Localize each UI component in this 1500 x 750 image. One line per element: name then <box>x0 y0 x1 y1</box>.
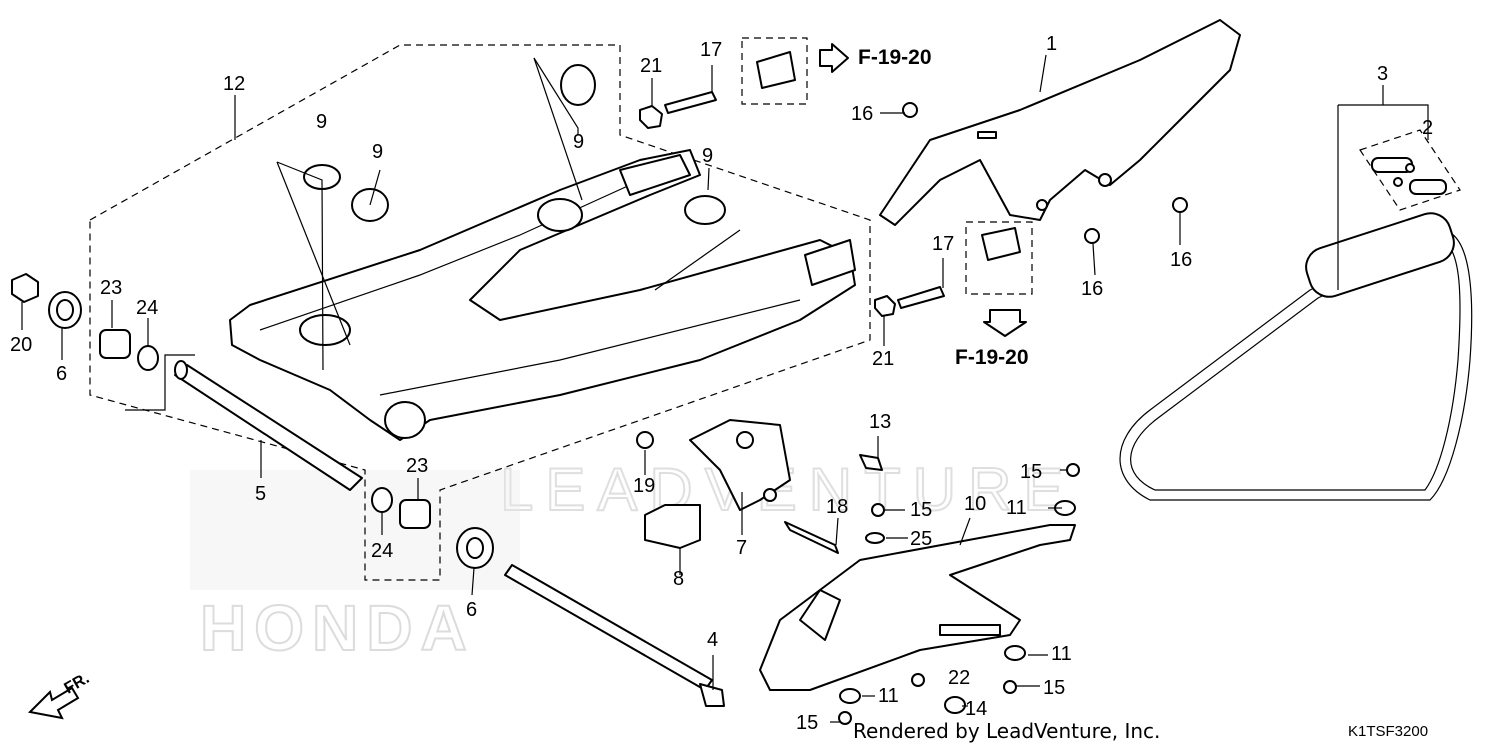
callout-1: 1 <box>1046 33 1057 55</box>
front-direction-arrow <box>27 686 80 720</box>
callout-9-d: 9 <box>702 145 713 167</box>
callout-15-d: 15 <box>796 712 818 734</box>
reference-pad-top <box>741 37 849 105</box>
reference-label-middle[interactable]: F-19-20 <box>955 346 1029 369</box>
callout-4: 4 <box>707 629 718 651</box>
master-link-2 <box>1359 129 1461 211</box>
callout-23-b: 23 <box>406 455 428 477</box>
hardware <box>11 64 1188 725</box>
callout-15-c: 15 <box>1043 677 1065 699</box>
callout-16-c: 16 <box>1170 249 1192 271</box>
callout-11-c: 11 <box>878 685 899 707</box>
callout-22: 22 <box>948 667 970 689</box>
reference-label-top[interactable]: F-19-20 <box>858 46 932 69</box>
callout-15-b: 15 <box>910 499 932 521</box>
leader-lines <box>21 54 1429 723</box>
callout-14: 14 <box>965 698 987 720</box>
chain-guide-7 <box>689 419 791 511</box>
callout-20: 20 <box>10 334 32 356</box>
callout-6-upper: 6 <box>56 363 67 385</box>
callout-15-a: 15 <box>1020 461 1042 483</box>
callout-9-a: 9 <box>316 111 327 133</box>
diagram-code: K1TSF3200 <box>1348 723 1428 740</box>
callout-labels: 1 2 3 4 5 6 6 7 8 9 9 9 9 10 11 11 11 12… <box>10 33 1433 734</box>
callout-24-a: 24 <box>136 297 158 319</box>
callout-6-lower: 6 <box>466 599 477 621</box>
callout-13: 13 <box>869 411 891 433</box>
svg-text:HONDA: HONDA <box>200 592 475 664</box>
swingarm <box>229 149 856 441</box>
callout-24-b: 24 <box>371 540 393 562</box>
callout-16-a: 16 <box>851 103 873 125</box>
callout-5: 5 <box>255 483 266 505</box>
drive-chain-3 <box>1119 212 1473 501</box>
callout-3: 3 <box>1377 63 1388 85</box>
callout-21-b: 21 <box>872 348 894 370</box>
callout-23-a: 23 <box>100 277 122 299</box>
callout-8: 8 <box>673 568 684 590</box>
callout-7: 7 <box>736 537 747 559</box>
callout-9-b: 9 <box>372 141 383 163</box>
callout-17-a: 17 <box>700 39 722 61</box>
callout-21-a: 21 <box>640 55 662 77</box>
credit-text: Rendered by LeadVenture, Inc. <box>853 719 1160 743</box>
callout-16-b: 16 <box>1081 278 1103 300</box>
callout-2: 2 <box>1422 117 1433 139</box>
callout-18: 18 <box>826 496 848 518</box>
callout-9-c: 9 <box>573 131 584 153</box>
callout-10: 10 <box>964 493 986 515</box>
chain-case-1 <box>879 19 1241 226</box>
callout-12: 12 <box>223 73 245 95</box>
callout-11-a: 11 <box>1006 497 1027 519</box>
chain-slider-8 <box>644 504 701 549</box>
callout-17-b: 17 <box>932 233 954 255</box>
callout-19: 19 <box>633 475 655 497</box>
chain-guard-10 <box>759 524 1076 691</box>
reference-pad-middle <box>965 221 1033 337</box>
callout-25: 25 <box>910 528 932 550</box>
pivot-bolt-4 <box>504 564 725 707</box>
pivot-pipe-5 <box>174 360 363 491</box>
callout-11-b: 11 <box>1051 643 1072 665</box>
